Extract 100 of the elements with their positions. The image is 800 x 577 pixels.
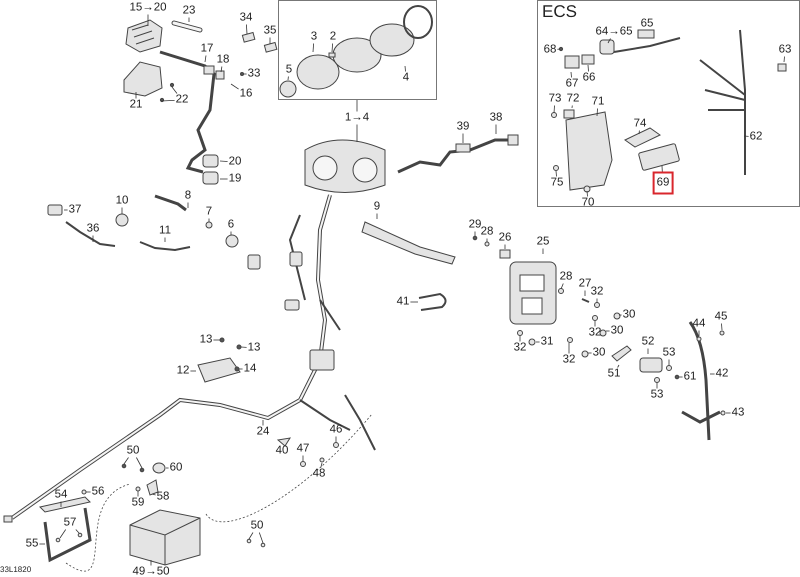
leader-line bbox=[726, 412, 731, 414]
leader-line bbox=[60, 501, 62, 508]
callout-number: 46 bbox=[328, 424, 344, 436]
leader-line bbox=[560, 283, 564, 290]
callout-number: 74 bbox=[632, 118, 648, 130]
callout-number: 2 bbox=[328, 30, 338, 44]
leader-line bbox=[230, 84, 239, 90]
callout-number: 25 bbox=[536, 236, 550, 248]
callout-number: 12 bbox=[176, 364, 190, 378]
callout-number: 20 bbox=[228, 156, 242, 168]
leader-line bbox=[588, 64, 589, 72]
callout-number: 4 bbox=[402, 72, 410, 84]
leader-line bbox=[220, 160, 228, 162]
callout-number: 26 bbox=[498, 232, 512, 244]
leader-line bbox=[570, 72, 572, 78]
callout-number: 9 bbox=[372, 200, 382, 214]
leader-line bbox=[248, 532, 254, 540]
leader-line bbox=[160, 100, 175, 102]
callout-number: 28 bbox=[558, 270, 574, 284]
callout-number: 57 bbox=[62, 516, 78, 530]
callout-number: 53 bbox=[662, 346, 676, 360]
callout-number: 18 bbox=[216, 54, 230, 66]
callout-number: 63 bbox=[778, 44, 792, 56]
callout-number: 37 bbox=[68, 204, 82, 216]
leader-line bbox=[75, 529, 80, 534]
callout-number: 71 bbox=[590, 96, 606, 108]
callout-number: 24 bbox=[256, 426, 270, 438]
leader-line bbox=[618, 314, 622, 316]
leader-line bbox=[172, 86, 178, 94]
leader-line bbox=[288, 76, 289, 80]
callout-number: 30 bbox=[610, 324, 624, 338]
callout-number: 13 bbox=[198, 334, 214, 346]
leader-line bbox=[152, 494, 156, 496]
leader-line bbox=[486, 238, 488, 242]
callout-number: 27 bbox=[578, 278, 592, 290]
callout-number: 49→50 bbox=[131, 566, 171, 577]
callout-number: 51 bbox=[606, 368, 622, 380]
drawing-number: 33L1820 bbox=[0, 565, 32, 574]
callout-number: 45 bbox=[714, 310, 728, 324]
callout-number: 39 bbox=[456, 120, 470, 134]
leader-line bbox=[356, 124, 358, 142]
leader-line bbox=[204, 55, 206, 62]
leader-line bbox=[164, 237, 166, 242]
leader-line bbox=[246, 24, 248, 34]
callout-number: 29 bbox=[468, 218, 482, 232]
callout-number: 53 bbox=[650, 388, 664, 402]
callout-number: 32 bbox=[512, 342, 528, 354]
callout-number: 68 bbox=[542, 44, 558, 56]
leader-line bbox=[556, 170, 557, 177]
leader-line bbox=[638, 130, 640, 134]
leader-line bbox=[230, 231, 232, 236]
callout-number: 59 bbox=[130, 496, 146, 510]
callout-number: 43 bbox=[730, 406, 746, 420]
callout-number: 41 bbox=[396, 296, 410, 308]
leader-line bbox=[220, 178, 228, 180]
leader-line bbox=[554, 105, 555, 114]
callout-number: 6 bbox=[226, 218, 236, 232]
leader-line bbox=[92, 235, 94, 242]
leader-line bbox=[356, 100, 358, 112]
callout-number: 1→4 bbox=[344, 112, 370, 124]
leader-line bbox=[258, 532, 264, 544]
callout-number: 67 bbox=[564, 78, 580, 90]
leader-line bbox=[376, 213, 378, 220]
callout-number: 65 bbox=[640, 18, 654, 30]
callout-number: 60 bbox=[168, 462, 184, 474]
leader-line bbox=[462, 133, 464, 144]
callout-number: 16 bbox=[238, 88, 254, 100]
callout-number: 36 bbox=[86, 222, 100, 236]
callout-number: 72 bbox=[566, 92, 580, 106]
leader-line bbox=[312, 43, 314, 52]
leader-line bbox=[557, 48, 560, 50]
leader-line bbox=[474, 231, 476, 236]
inset-panel bbox=[537, 0, 800, 207]
leader-line bbox=[662, 166, 663, 172]
callout-number: 56 bbox=[90, 486, 106, 498]
callout-number: 44 bbox=[692, 318, 706, 330]
leader-line bbox=[320, 462, 322, 468]
callout-number: 58 bbox=[156, 490, 170, 504]
leader-line bbox=[220, 66, 222, 72]
callout-number: 50 bbox=[126, 444, 140, 458]
callout-number: 28 bbox=[480, 226, 494, 238]
callout-number: 5 bbox=[284, 64, 294, 76]
callout-number: 8 bbox=[184, 190, 192, 202]
callout-number: 55 bbox=[24, 538, 40, 550]
callout-number: 50 bbox=[250, 520, 264, 532]
callout-number: 40 bbox=[274, 444, 290, 458]
callout-number: 64→65 bbox=[594, 26, 634, 38]
callout-number: 70 bbox=[580, 196, 596, 210]
leader-line bbox=[721, 323, 722, 330]
leader-line bbox=[617, 364, 620, 368]
leader-line bbox=[584, 290, 586, 296]
leader-line bbox=[596, 108, 598, 116]
callout-number: 30 bbox=[622, 308, 636, 322]
callout-number: 23 bbox=[182, 4, 196, 18]
leader-line bbox=[124, 457, 129, 464]
callout-number: 3 bbox=[310, 30, 318, 44]
callout-number: 13 bbox=[246, 342, 262, 354]
leader-line bbox=[606, 330, 610, 332]
callout-number: 54 bbox=[54, 488, 68, 502]
callout-number: 47 bbox=[296, 442, 310, 456]
